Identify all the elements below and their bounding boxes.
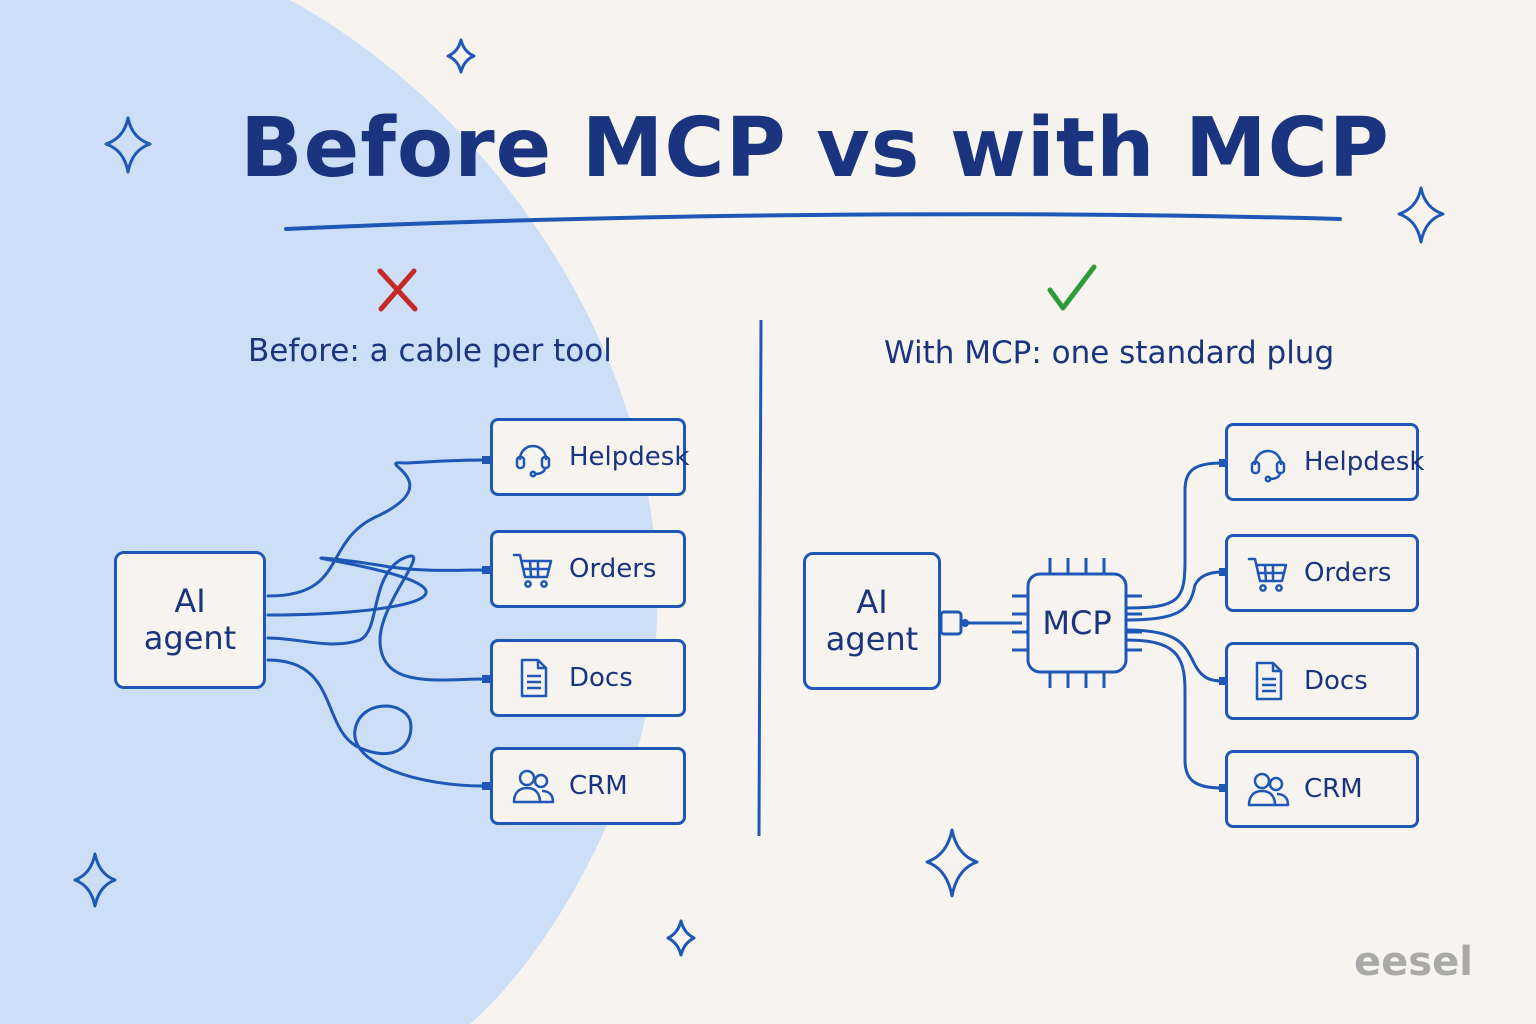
mcp-tool-box-orders: Orders — [1225, 534, 1419, 612]
users-icon — [1246, 767, 1290, 811]
cable-docs — [266, 554, 486, 682]
tool-label-orders: Orders — [1304, 558, 1392, 588]
tool-label-docs: Docs — [569, 663, 633, 693]
sparkle-icon — [104, 116, 152, 174]
sparkle-icon — [73, 852, 117, 908]
sparkle-icon — [1397, 186, 1445, 244]
cross-icon — [377, 268, 418, 312]
tool-box-helpdesk: Helpdesk — [490, 418, 690, 496]
cable-connectors — [482, 456, 490, 790]
sparkle-icon — [446, 38, 476, 74]
headset-icon — [511, 435, 555, 479]
mcp-tool-box-crm: CRM — [1225, 750, 1419, 828]
tool-label-crm: CRM — [1304, 774, 1363, 804]
center-divider — [757, 319, 763, 837]
tool-box-crm: CRM — [490, 747, 686, 825]
mcp-cable-connectors — [1219, 459, 1226, 792]
cable-crm — [266, 658, 486, 788]
page-title: Before MCP vs with MCP — [240, 101, 1390, 196]
cart-icon — [511, 547, 555, 591]
mcp-cable-helpdesk — [1124, 461, 1224, 610]
mcp-tool-box-docs: Docs — [1225, 642, 1419, 720]
tool-label-helpdesk: Helpdesk — [569, 442, 690, 472]
mcp-cable-crm — [1124, 638, 1224, 790]
tool-box-docs: Docs — [490, 639, 686, 717]
mcp-cable-orders — [1124, 570, 1224, 622]
ai-agent-box-before: AI agent — [114, 551, 266, 689]
ai-agent-label: AI agent — [143, 582, 237, 657]
cart-icon — [1246, 551, 1290, 595]
document-icon — [1246, 659, 1290, 703]
mcp-tool-box-helpdesk: Helpdesk — [1225, 423, 1424, 501]
headset-icon — [1246, 440, 1290, 484]
sparkle-icon — [925, 828, 979, 898]
brand-logo-text: eesel — [1354, 939, 1473, 985]
users-icon — [511, 764, 555, 808]
tool-box-orders: Orders — [490, 530, 686, 608]
standard-plug — [939, 610, 1022, 636]
document-icon — [511, 656, 555, 700]
cable-helpdesk — [266, 458, 486, 598]
before-subtitle: Before: a cable per tool — [248, 333, 612, 369]
mcp-hub-label: MCP — [1042, 604, 1112, 642]
check-icon — [1047, 264, 1097, 311]
ai-agent-box-with-mcp: AI agent — [803, 552, 941, 690]
sparkle-icon — [666, 919, 696, 957]
mcp-hub — [1012, 558, 1142, 688]
tool-label-helpdesk: Helpdesk — [1304, 447, 1425, 477]
tool-label-docs: Docs — [1304, 666, 1368, 696]
mcp-cable-docs — [1124, 628, 1224, 683]
tool-label-orders: Orders — [569, 554, 657, 584]
tool-label-crm: CRM — [569, 771, 628, 801]
title-underline — [284, 212, 1342, 231]
ai-agent-label: AI agent — [825, 583, 919, 658]
with-mcp-subtitle: With MCP: one standard plug — [884, 335, 1335, 371]
cable-orders — [266, 556, 486, 617]
